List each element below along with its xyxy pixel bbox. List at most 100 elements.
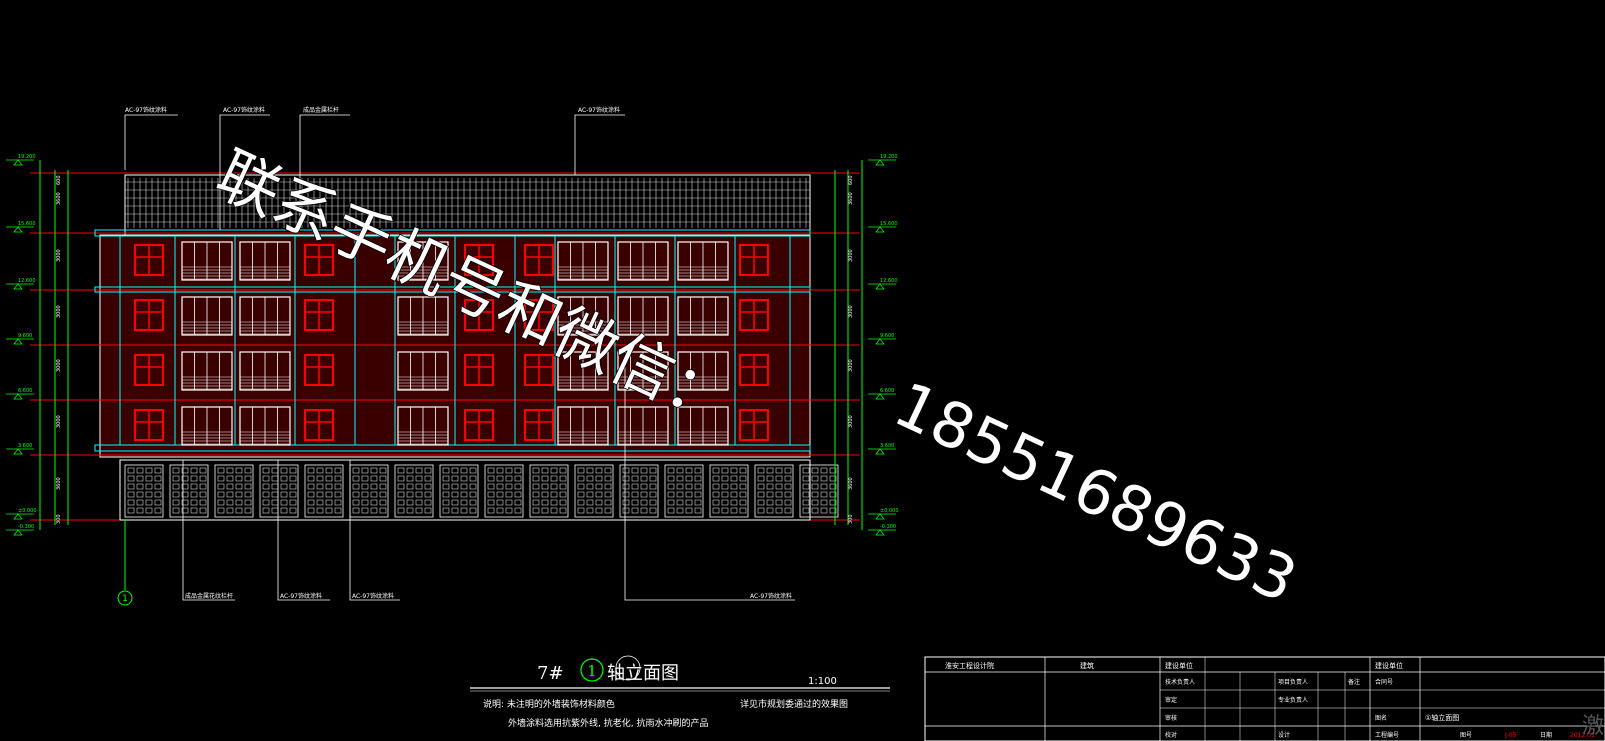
shop-grille-cell xyxy=(775,507,783,514)
shop-grille-cell xyxy=(334,507,342,514)
shop-grille-cell xyxy=(325,491,333,498)
shop-grille-cell xyxy=(361,483,369,490)
shop-grille-cell xyxy=(280,491,288,498)
shop-grille-cell xyxy=(199,467,207,474)
shop-grille-cell xyxy=(766,483,774,490)
shop-grille-cell xyxy=(316,483,324,490)
shop-grille-cell xyxy=(604,475,612,482)
shop-grille-cell xyxy=(685,491,693,498)
shop-grille-cell xyxy=(334,483,342,490)
callout-top-1: AC-97饰纹涂料 xyxy=(125,106,167,114)
shop-grille-cell xyxy=(676,467,684,474)
dimension-label: 3600 xyxy=(56,192,62,205)
shop-grille-cell xyxy=(577,507,585,514)
shop-grille-cell xyxy=(712,507,720,514)
shop-grille-cell xyxy=(334,491,342,498)
shop-grille-cell xyxy=(595,499,603,506)
shop-grille-cell xyxy=(226,483,234,490)
shop-grille-cell xyxy=(721,475,729,482)
elevation-marker xyxy=(875,159,885,166)
shop-grille-cell xyxy=(352,467,360,474)
shop-grille-cell xyxy=(649,499,657,506)
shop-grille-cell xyxy=(802,475,810,482)
elevation-marker xyxy=(13,226,23,233)
elevation-label: 6.600 xyxy=(880,388,894,394)
shop-grille-cell xyxy=(442,483,450,490)
shop-grille-cell xyxy=(586,475,594,482)
shop-grille-cell xyxy=(217,507,225,514)
shop-grille-cell xyxy=(415,491,423,498)
callout-top-4: AC-97饰纹涂料 xyxy=(578,106,620,114)
shop-grille-cell xyxy=(757,507,765,514)
shop-grille-cell xyxy=(532,467,540,474)
shop-grille-cell xyxy=(352,491,360,498)
shop-grille-cell xyxy=(352,507,360,514)
shop-grille-cell xyxy=(244,467,252,474)
shop-grille-cell xyxy=(145,467,153,474)
elevation-label: 3.600 xyxy=(18,443,32,449)
shop-grille-cell xyxy=(730,467,738,474)
shop-grille-cell xyxy=(667,475,675,482)
shop-grille-cell xyxy=(730,475,738,482)
dimension-label: 3600 xyxy=(848,477,854,490)
shop-grille-cell xyxy=(136,467,144,474)
shop-grille-cell xyxy=(469,467,477,474)
axis-bubble[interactable]: 1 xyxy=(117,520,133,606)
elevation-marker xyxy=(13,393,23,400)
shop-grille-cell xyxy=(307,467,315,474)
shop-grille-cell xyxy=(685,499,693,506)
shop-grille-cell xyxy=(685,507,693,514)
elevation-label: ±0.000 xyxy=(18,508,37,514)
shop-grille-cell xyxy=(532,475,540,482)
elevation-marker xyxy=(13,159,23,166)
shop-grille-cell xyxy=(496,499,504,506)
shop-grille-cell xyxy=(505,507,513,514)
shop-grille-cell xyxy=(784,467,792,474)
shop-grille-cell xyxy=(451,467,459,474)
shop-grille-cell xyxy=(676,491,684,498)
elevation-label: 19.200 xyxy=(18,154,36,160)
tb-sheet-label: 图号 xyxy=(1460,732,1472,739)
shop-grille-cell xyxy=(631,499,639,506)
shop-grille-cell xyxy=(244,499,252,506)
elevation-label: 6.600 xyxy=(18,388,32,394)
shop-grille-cell xyxy=(550,467,558,474)
shop-grille-cell xyxy=(784,499,792,506)
shop-grille-cell xyxy=(757,483,765,490)
shop-grille-cell xyxy=(172,467,180,474)
shop-grille-cell xyxy=(280,475,288,482)
shop-grille-cell xyxy=(514,483,522,490)
shop-grille-cell xyxy=(451,507,459,514)
shop-grille-cell xyxy=(775,499,783,506)
shop-grille-cell xyxy=(226,491,234,498)
dimension-label: 3000 xyxy=(848,249,854,262)
shop-grille-cell xyxy=(496,483,504,490)
shop-grille-cell xyxy=(496,475,504,482)
shop-grille-cell xyxy=(406,491,414,498)
callout-bottom-4: AC-97饰纹涂料 xyxy=(750,592,792,600)
tb-tech-lead: 技术负责人 xyxy=(1165,678,1195,686)
shop-grille-cell xyxy=(280,499,288,506)
shop-grille-cell xyxy=(694,491,702,498)
elevation-label: 12.600 xyxy=(18,278,36,284)
shop-grille-cell xyxy=(190,491,198,498)
shop-grille-cell xyxy=(577,483,585,490)
elevation-label: -0.300 xyxy=(18,524,34,530)
shop-grille-cell xyxy=(154,507,162,514)
shop-grille-cell xyxy=(775,475,783,482)
shop-grille-cell xyxy=(397,499,405,506)
shop-grille-cell xyxy=(667,467,675,474)
callout-top-2: AC-97饰纹涂料 xyxy=(223,106,265,114)
tb-discipline: 建筑 xyxy=(1080,661,1094,670)
shop-grille-cell xyxy=(442,507,450,514)
shop-front xyxy=(394,464,434,518)
shop-grille-cell xyxy=(262,499,270,506)
shop-grille-cell xyxy=(361,475,369,482)
shop-grille-cell xyxy=(199,483,207,490)
shop-grille-cell xyxy=(631,475,639,482)
shop-grille-cell xyxy=(415,507,423,514)
shop-grille-cell xyxy=(316,507,324,514)
shop-grille-cell xyxy=(451,499,459,506)
shop-grille-cell xyxy=(235,491,243,498)
